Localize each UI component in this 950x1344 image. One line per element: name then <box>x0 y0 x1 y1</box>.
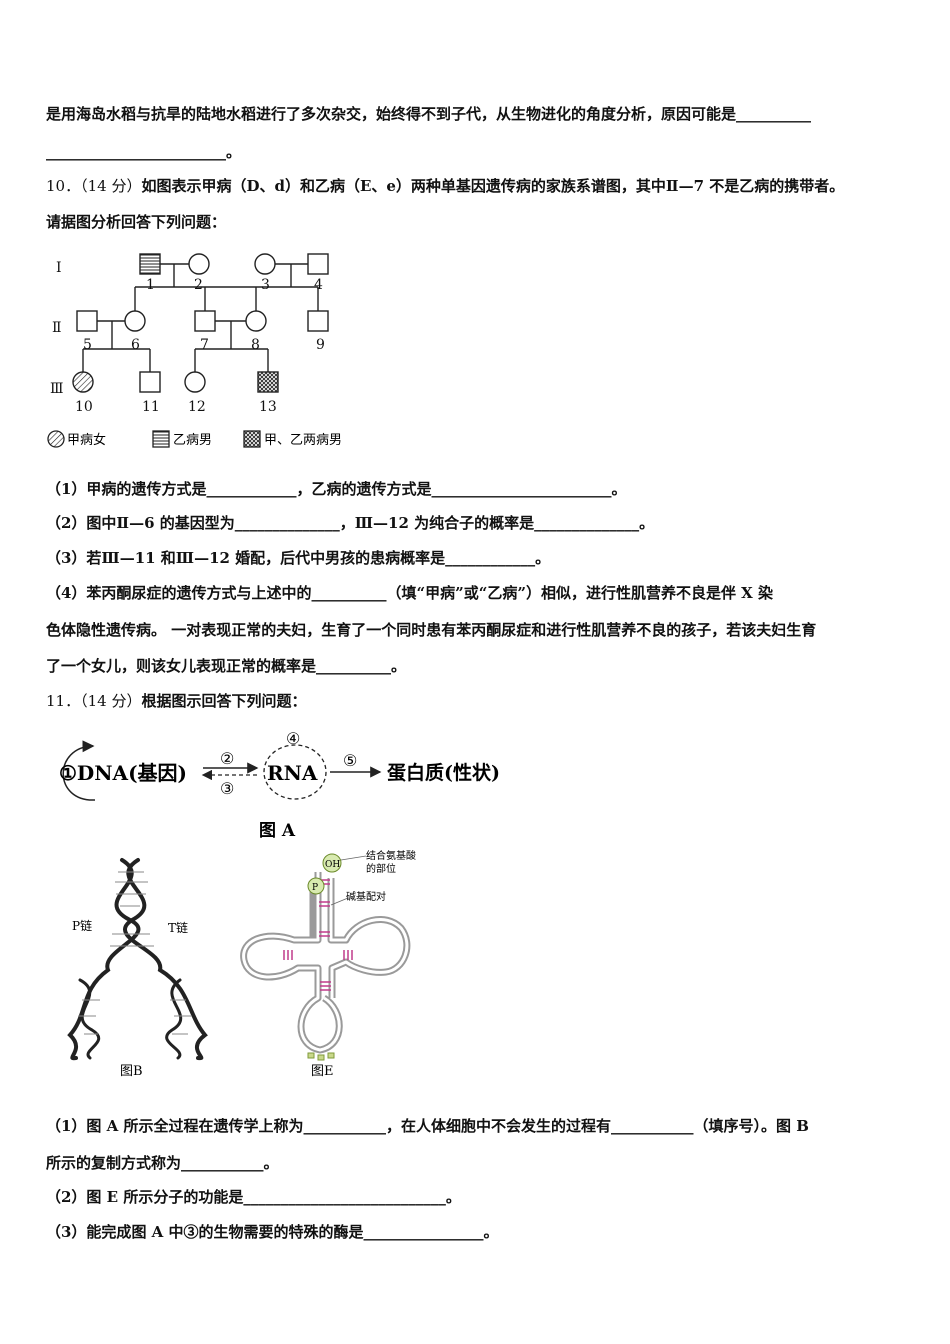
text-line: 是用海岛水稻与抗旱的陆地水稻进行了多次杂交，始终得不到子代，从生物进化的角度分析… <box>46 105 812 123</box>
p-chain-label: P链 <box>72 918 92 933</box>
p-label: P <box>312 883 318 893</box>
rna-label: RNA <box>267 761 318 785</box>
individual-id: 10 <box>75 399 93 415</box>
legend-label: 甲病女 <box>67 432 106 448</box>
legend-label: 甲、乙两病男 <box>264 433 342 448</box>
individual-id: 3 <box>261 277 270 293</box>
p-group <box>307 877 325 895</box>
dna-label: ①DNA(基因) <box>59 761 187 785</box>
text-line: ________________________。 <box>46 143 242 161</box>
individual-id: 13 <box>259 399 277 415</box>
individual-3-female <box>254 253 276 275</box>
rna-self-replication-loop <box>263 744 327 800</box>
individual-id: 8 <box>251 337 260 353</box>
figure-e-trna: OH P 结合氨基酸 的部位 碱基配对 图E <box>240 850 416 1079</box>
step-label: ② <box>220 749 234 768</box>
step-label: ⑤ <box>343 751 357 770</box>
legend-symbol-both-male <box>243 430 261 448</box>
question-number: 11．（14 分） <box>46 692 142 710</box>
individual-1-affected-male <box>139 253 161 275</box>
figure-b-dna-replication: P链 T链 图B <box>67 858 208 1079</box>
individual-id: 6 <box>131 337 140 353</box>
figure-caption: 图 A <box>259 821 296 841</box>
aa-site-label: 结合氨基酸 <box>366 850 416 862</box>
individual-id: 1 <box>146 277 155 293</box>
protein-label: 蛋白质(性状) <box>387 761 500 784</box>
individual-10-affected-female <box>72 371 94 393</box>
individual-13-affected-male <box>257 371 279 393</box>
individual-4-male <box>307 253 329 275</box>
figure-a-central-dogma: ①DNA(基因) ② ③ ④ RNA ⑤ 蛋白质(性状) 图 A <box>59 729 500 841</box>
individual-id: 4 <box>314 277 323 293</box>
sub-question: （3）若Ⅲ—11 和Ⅲ—12 婚配，后代中男孩的患病概率是___________… <box>46 549 551 567</box>
individual-7-male <box>194 310 216 332</box>
individual-id: 7 <box>200 337 209 353</box>
question-number: 10．（14 分） <box>46 177 142 195</box>
individual-id: 5 <box>83 337 92 353</box>
step-label: ③ <box>220 779 234 798</box>
aa-site-label: 的部位 <box>366 862 396 875</box>
sub-question: （1）图 A 所示全过程在遗传学上称为___________，在人体细胞中不会发… <box>46 1117 809 1135</box>
sub-question: （1）甲病的遗传方式是____________，乙病的遗传方式是________… <box>46 480 627 498</box>
sub-question: （2）图中Ⅱ—6 的基因型为______________，Ⅲ—12 为纯合子的概… <box>46 514 655 532</box>
individual-9-male <box>307 310 329 332</box>
legend-label: 乙病男 <box>173 433 212 448</box>
t-chain-label: T链 <box>168 920 188 935</box>
base-pairing-label: 碱基配对 <box>346 890 386 903</box>
individual-12-female <box>184 371 206 393</box>
figure-caption: 图E <box>311 1064 334 1079</box>
text-line: 请据图分析回答下列问题： <box>46 213 227 231</box>
individual-id: 9 <box>316 337 325 353</box>
individual-id: 11 <box>142 399 160 415</box>
question-text: 根据图示回答下列问题： <box>141 692 307 710</box>
pedigree-chart: I Ⅱ Ⅲ 1 2 3 4 5 6 7 8 9 10 11 12 13 甲病女 … <box>47 253 342 448</box>
legend-symbol-yi-male <box>152 430 170 448</box>
individual-5-male <box>76 310 98 332</box>
text-line: 了一个女儿，则该女儿表现正常的概率是__________。 <box>46 657 407 675</box>
sub-question: （3）能完成图 A 中③的生物需要的特殊的酶是________________。 <box>46 1223 499 1241</box>
text-line: 色体隐性遗传病。 一对表现正常的夫妇，生育了一个同时患有苯丙酮尿症和进行性肌营养… <box>46 621 817 639</box>
question-10-stem: 10．（14 分）如图表示甲病（D、d）和乙病（E、e）两种单基因遗传病的家族系… <box>46 175 844 196</box>
individual-11-male <box>139 371 161 393</box>
legend-symbol-jia-female <box>47 430 65 448</box>
individual-6-female <box>124 310 146 332</box>
generation-label: I <box>56 260 62 276</box>
individual-8-female <box>245 310 267 332</box>
step-label: ④ <box>286 729 300 748</box>
individual-id: 2 <box>194 277 203 293</box>
sub-question: （2）图 E 所示分子的功能是_________________________… <box>46 1188 461 1206</box>
question-text: 如图表示甲病（D、d）和乙病（E、e）两种单基因遗传病的家族系谱图，其中Ⅱ—7 … <box>141 177 845 195</box>
replication-loop-arrow <box>62 740 96 801</box>
question-11-stem: 11．（14 分）根据图示回答下列问题： <box>46 690 306 711</box>
oh-label: OH <box>325 860 340 870</box>
generation-label: Ⅲ <box>50 381 64 397</box>
generation-label: Ⅱ <box>52 320 62 336</box>
oh-group <box>322 853 342 873</box>
sub-question: （4）苯丙酮尿症的遗传方式与上述中的__________（填“甲病”或“乙病”）… <box>46 584 774 602</box>
figure-caption: 图B <box>120 1064 143 1079</box>
individual-2-female <box>188 253 210 275</box>
text-line: 所示的复制方式称为___________。 <box>46 1154 279 1172</box>
individual-id: 12 <box>188 399 206 415</box>
